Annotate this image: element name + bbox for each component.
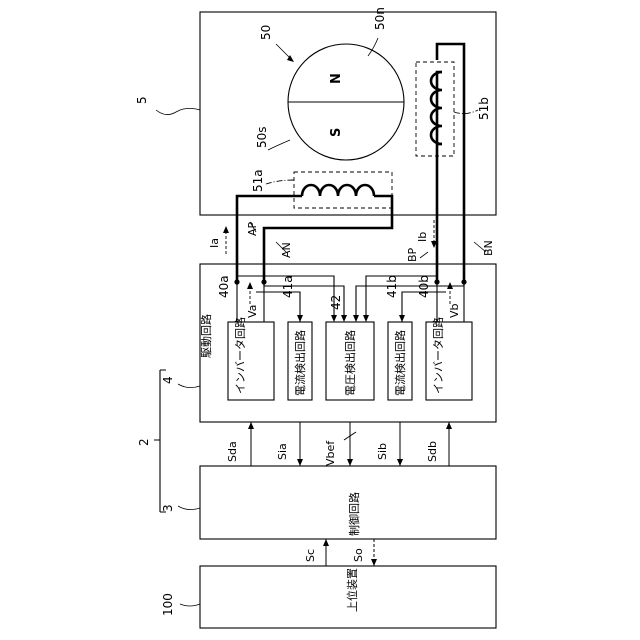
- sig-sc-head: [323, 539, 329, 546]
- coil-b-leader: [454, 110, 478, 114]
- label-ap: AP: [246, 221, 259, 236]
- arrow-volt-1: [331, 315, 337, 322]
- sig-sda-head: [248, 422, 254, 429]
- arrow-volt-3: [353, 315, 359, 322]
- label-ib: Ib: [416, 232, 429, 242]
- current-b-label: 電流検出回路: [393, 330, 407, 396]
- label-vb: Vb: [448, 303, 461, 318]
- coil-b-ref: 51b: [477, 97, 491, 120]
- control-ref: 3: [161, 504, 175, 512]
- voltage-ref: 42: [329, 295, 343, 310]
- coil-a-frame: [294, 172, 392, 208]
- drive-title: 駆動回路: [199, 314, 213, 358]
- wire-ap: [237, 196, 302, 282]
- host-label: 上位装置: [345, 568, 359, 612]
- host-leader: [180, 604, 200, 606]
- system-ref: 2: [137, 438, 151, 446]
- motor-ref: 5: [135, 96, 149, 104]
- arrow-cur-a: [297, 315, 303, 322]
- motor-leader: [156, 108, 200, 114]
- coil-a-ref: 51a: [251, 169, 265, 192]
- current-b-ref: 41b: [385, 275, 399, 298]
- control-label: 制御回路: [347, 492, 361, 536]
- current-a-label: 電流検出回路: [293, 330, 307, 396]
- sig-sia-head: [297, 459, 303, 466]
- label-va: Va: [246, 305, 259, 318]
- magnet-ref: 50: [259, 25, 273, 40]
- label-sia: Sia: [276, 443, 289, 460]
- label-bn: BN: [482, 240, 495, 256]
- coil-a: [302, 185, 374, 196]
- label-ia: Ia: [208, 238, 221, 248]
- voltage-label: 電圧検出回路: [343, 330, 357, 396]
- pole-n: N: [329, 73, 344, 84]
- sig-vbef-head: [347, 459, 353, 466]
- south-leader: [268, 140, 290, 150]
- magnet-leader: [276, 44, 290, 58]
- sig-sdb-head: [446, 422, 452, 429]
- inverter-b-label: インバータ回路: [432, 317, 445, 394]
- arrow-volt-4: [363, 315, 369, 322]
- label-vbef: Vbef: [324, 440, 337, 466]
- inverter-b-ref: 40b: [417, 275, 431, 298]
- inverter-a-ref: 40a: [217, 275, 231, 298]
- label-sdb: Sdb: [426, 441, 439, 462]
- label-sda: Sda: [226, 441, 239, 462]
- coil-a-leader: [266, 180, 294, 184]
- arrow-volt-2: [341, 315, 347, 322]
- arrow-ia-head: [223, 226, 229, 233]
- label-sc: Sc: [304, 549, 317, 562]
- drive-ref: 4: [161, 376, 175, 384]
- south-ref: 50s: [255, 126, 269, 148]
- sig-sib-head: [397, 459, 403, 466]
- control-leader: [178, 506, 200, 510]
- label-bp: BP: [406, 247, 419, 262]
- arrow-va-head: [247, 282, 253, 289]
- leader-bp: [420, 252, 428, 258]
- current-a-ref: 41a: [281, 275, 295, 298]
- wire-an: [264, 196, 392, 282]
- north-ref: 50n: [373, 7, 387, 30]
- label-sib: Sib: [376, 443, 389, 460]
- arrow-cur-b: [399, 315, 405, 322]
- drive-leader: [178, 384, 200, 388]
- host-ref: 100: [161, 593, 175, 616]
- wire-bp: [437, 72, 442, 282]
- label-so: So: [352, 548, 365, 562]
- wire-bn: [437, 44, 464, 282]
- sig-so-head: [371, 559, 377, 566]
- label-an: AN: [280, 242, 293, 258]
- inverter-a-label: インバータ回路: [234, 317, 247, 394]
- pole-s: S: [329, 128, 344, 137]
